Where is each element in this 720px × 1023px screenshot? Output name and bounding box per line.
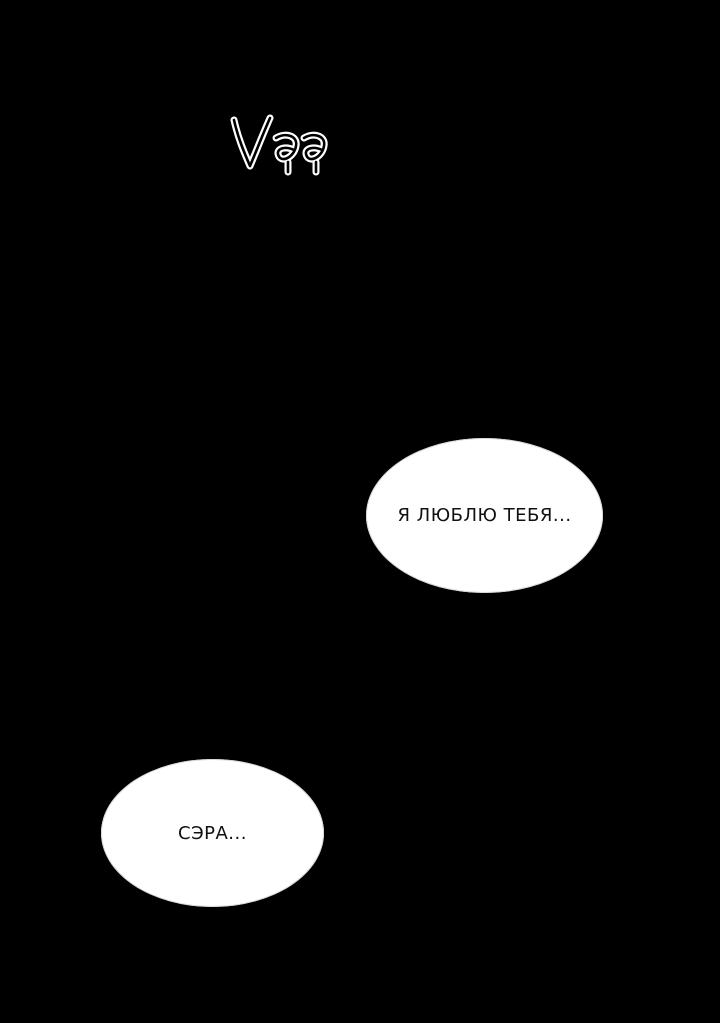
speech-bubble-text: Я ЛЮБЛЮ ТЕБЯ... [397,505,572,526]
speech-bubble-text: СЭРА... [178,822,247,844]
speech-bubble: Я ЛЮБЛЮ ТЕБЯ... [366,438,603,593]
sound-effect-lettering [230,114,328,176]
speech-bubble: СЭРА... [101,759,324,907]
